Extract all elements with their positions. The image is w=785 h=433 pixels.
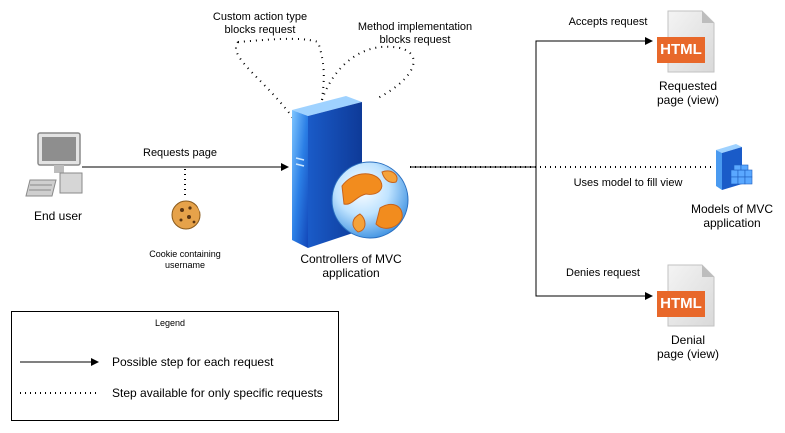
requests-page-label: Requests page <box>143 147 217 159</box>
custom-action-dotted-curve-b <box>237 37 325 101</box>
accepts-arrow <box>410 37 653 168</box>
legend-dotted-text: Step available for only specific request… <box>112 386 323 400</box>
html-badge-top: HTML <box>660 41 702 58</box>
method-impl-label: Method implementation blocks request <box>357 21 473 46</box>
accepts-label: Accepts request <box>568 16 648 28</box>
requested-page-label: Requested page (view) <box>656 79 720 107</box>
controllers-label: Controllers of MVC application <box>300 252 402 280</box>
denies-arrow <box>535 167 653 300</box>
legend-box <box>11 311 339 421</box>
denies-label: Denies request <box>566 267 640 279</box>
custom-action-dotted-curve <box>235 41 301 129</box>
html-file-icon-requested <box>657 10 715 73</box>
cookie-icon <box>171 200 201 230</box>
legend-title: Legend <box>154 318 186 328</box>
html-badge-bottom: HTML <box>660 295 702 312</box>
method-impl-dotted-curve <box>321 45 415 101</box>
legend-solid-text: Possible step for each request <box>112 355 274 369</box>
globe-icon <box>331 161 409 239</box>
html-file-icon-denial <box>657 264 715 327</box>
models-server-icon <box>716 144 753 190</box>
cookie-label: Cookie containing username <box>149 249 221 270</box>
models-label: Models of MVC application <box>690 202 774 230</box>
custom-action-label: Custom action type blocks request <box>212 11 308 36</box>
uses-model-label: Uses model to fill view <box>573 177 683 189</box>
computer-icon <box>25 132 83 197</box>
end-user-label: End user <box>33 209 83 223</box>
denial-page-label: Denial page (view) <box>656 333 720 361</box>
